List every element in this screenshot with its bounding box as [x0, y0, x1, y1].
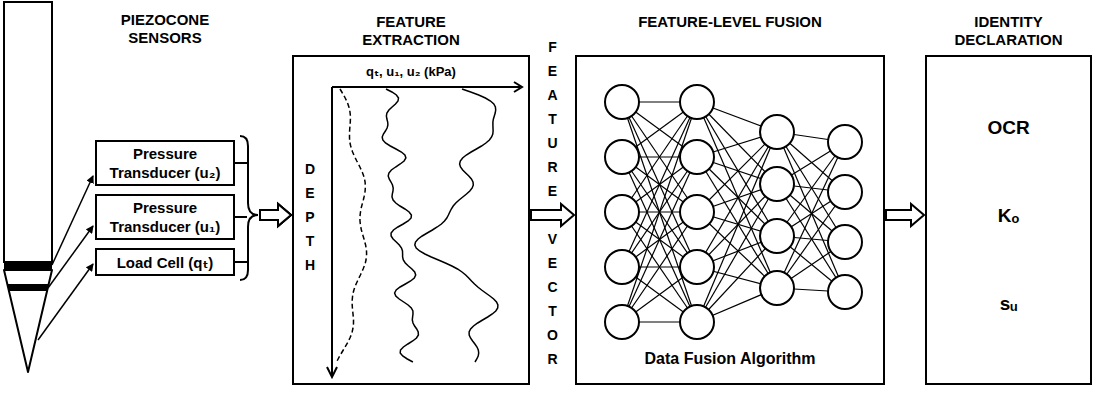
network-link — [622, 102, 697, 267]
vertical-letter: P — [303, 205, 317, 229]
plot-axis — [327, 87, 337, 377]
vertical-letter: A — [546, 83, 560, 107]
axis-label: qₜ, u₁, u₂ (kPa) — [366, 64, 456, 79]
vertical-letter: T — [546, 299, 560, 323]
network-neuron — [680, 250, 714, 284]
network-neuron — [605, 250, 639, 284]
cone-tip — [4, 270, 52, 372]
network-neuron — [680, 140, 714, 174]
network-link — [622, 157, 697, 322]
network-link — [622, 157, 697, 322]
sensor-name: Pressure Transducer (u₂) — [102, 144, 228, 182]
vertical-letter: R — [546, 347, 560, 371]
output-parameter: OCR — [927, 117, 1090, 139]
vertical-letter: T — [546, 107, 560, 131]
sensor-name: Pressure Transducer (u₁) — [102, 198, 228, 236]
fusion-box: FEATURE-LEVEL FUSIONData Fusion Algorith… — [575, 55, 885, 385]
axis-label: DEPTH — [303, 157, 317, 277]
vertical-letter: V — [546, 227, 560, 251]
curly-brace — [240, 136, 258, 280]
vertical-letter — [546, 203, 560, 227]
profile-plot — [294, 57, 532, 387]
vertical-letter: D — [303, 157, 317, 181]
profile-curve — [382, 89, 418, 362]
network-neuron — [760, 115, 794, 149]
vertical-letter: T — [303, 229, 317, 253]
network-neuron — [605, 305, 639, 339]
vertical-letter: R — [546, 155, 560, 179]
network-link — [622, 102, 697, 267]
network-neuron — [680, 305, 714, 339]
stage-heading: FEATURE EXTRACTION — [341, 13, 481, 49]
network-neuron — [680, 195, 714, 229]
profile-curve — [337, 89, 367, 362]
output-box: IDENTITY DECLARATIONOCRKₒsᵤ — [925, 55, 1092, 385]
network-neuron — [760, 271, 794, 305]
vertical-letter: E — [546, 179, 560, 203]
cone-body — [4, 2, 52, 262]
vertical-letter: U — [546, 131, 560, 155]
leader-line — [48, 226, 93, 288]
output-parameter: Kₒ — [927, 205, 1090, 227]
block-arrow — [886, 204, 924, 226]
stage-heading: FEATURE-LEVEL FUSION — [600, 13, 860, 31]
vertical-letter: E — [303, 181, 317, 205]
neural-network — [577, 57, 887, 387]
sensor-box: Load Cell (qₜ) — [95, 248, 235, 276]
network-neuron — [760, 167, 794, 201]
network-neuron — [828, 175, 862, 209]
vertical-letter: H — [303, 253, 317, 277]
block-arrow — [531, 204, 574, 226]
network-neuron — [605, 85, 639, 119]
leader-line — [38, 264, 93, 340]
sensor-box: Pressure Transducer (u₁) — [95, 194, 235, 240]
filter-band — [4, 262, 52, 270]
feature-box: FEATURE EXTRACTIONqₜ, u₁, u₂ (kPa)DEPTH — [292, 55, 530, 385]
network-neuron — [828, 225, 862, 259]
vertical-letter: F — [546, 35, 560, 59]
stage-heading: PIEZOCONE SENSORS — [105, 11, 225, 47]
network-neuron — [760, 219, 794, 253]
sensor-name: Load Cell (qₜ) — [117, 253, 214, 272]
vertical-letter: E — [546, 251, 560, 275]
leader-line — [52, 176, 93, 265]
vertical-letter: O — [546, 323, 560, 347]
network-link — [777, 142, 845, 288]
plot-axis — [332, 82, 522, 92]
stage-heading: IDENTITY DECLARATION — [944, 13, 1074, 49]
network-neuron — [828, 275, 862, 309]
network-neuron — [605, 195, 639, 229]
filter-band — [8, 284, 49, 291]
network-neuron — [680, 85, 714, 119]
block-arrow — [235, 204, 291, 262]
network-neuron — [605, 140, 639, 174]
network-neuron — [828, 125, 862, 159]
profile-curve — [415, 89, 498, 362]
vertical-letter: C — [546, 275, 560, 299]
sensor-box: Pressure Transducer (u₂) — [95, 140, 235, 186]
output-parameter: sᵤ — [927, 293, 1090, 315]
vertical-letter: E — [546, 59, 560, 83]
edge-label: FEATURE VECTOR — [546, 35, 560, 371]
algorithm-name: Data Fusion Algorithm — [577, 350, 883, 368]
